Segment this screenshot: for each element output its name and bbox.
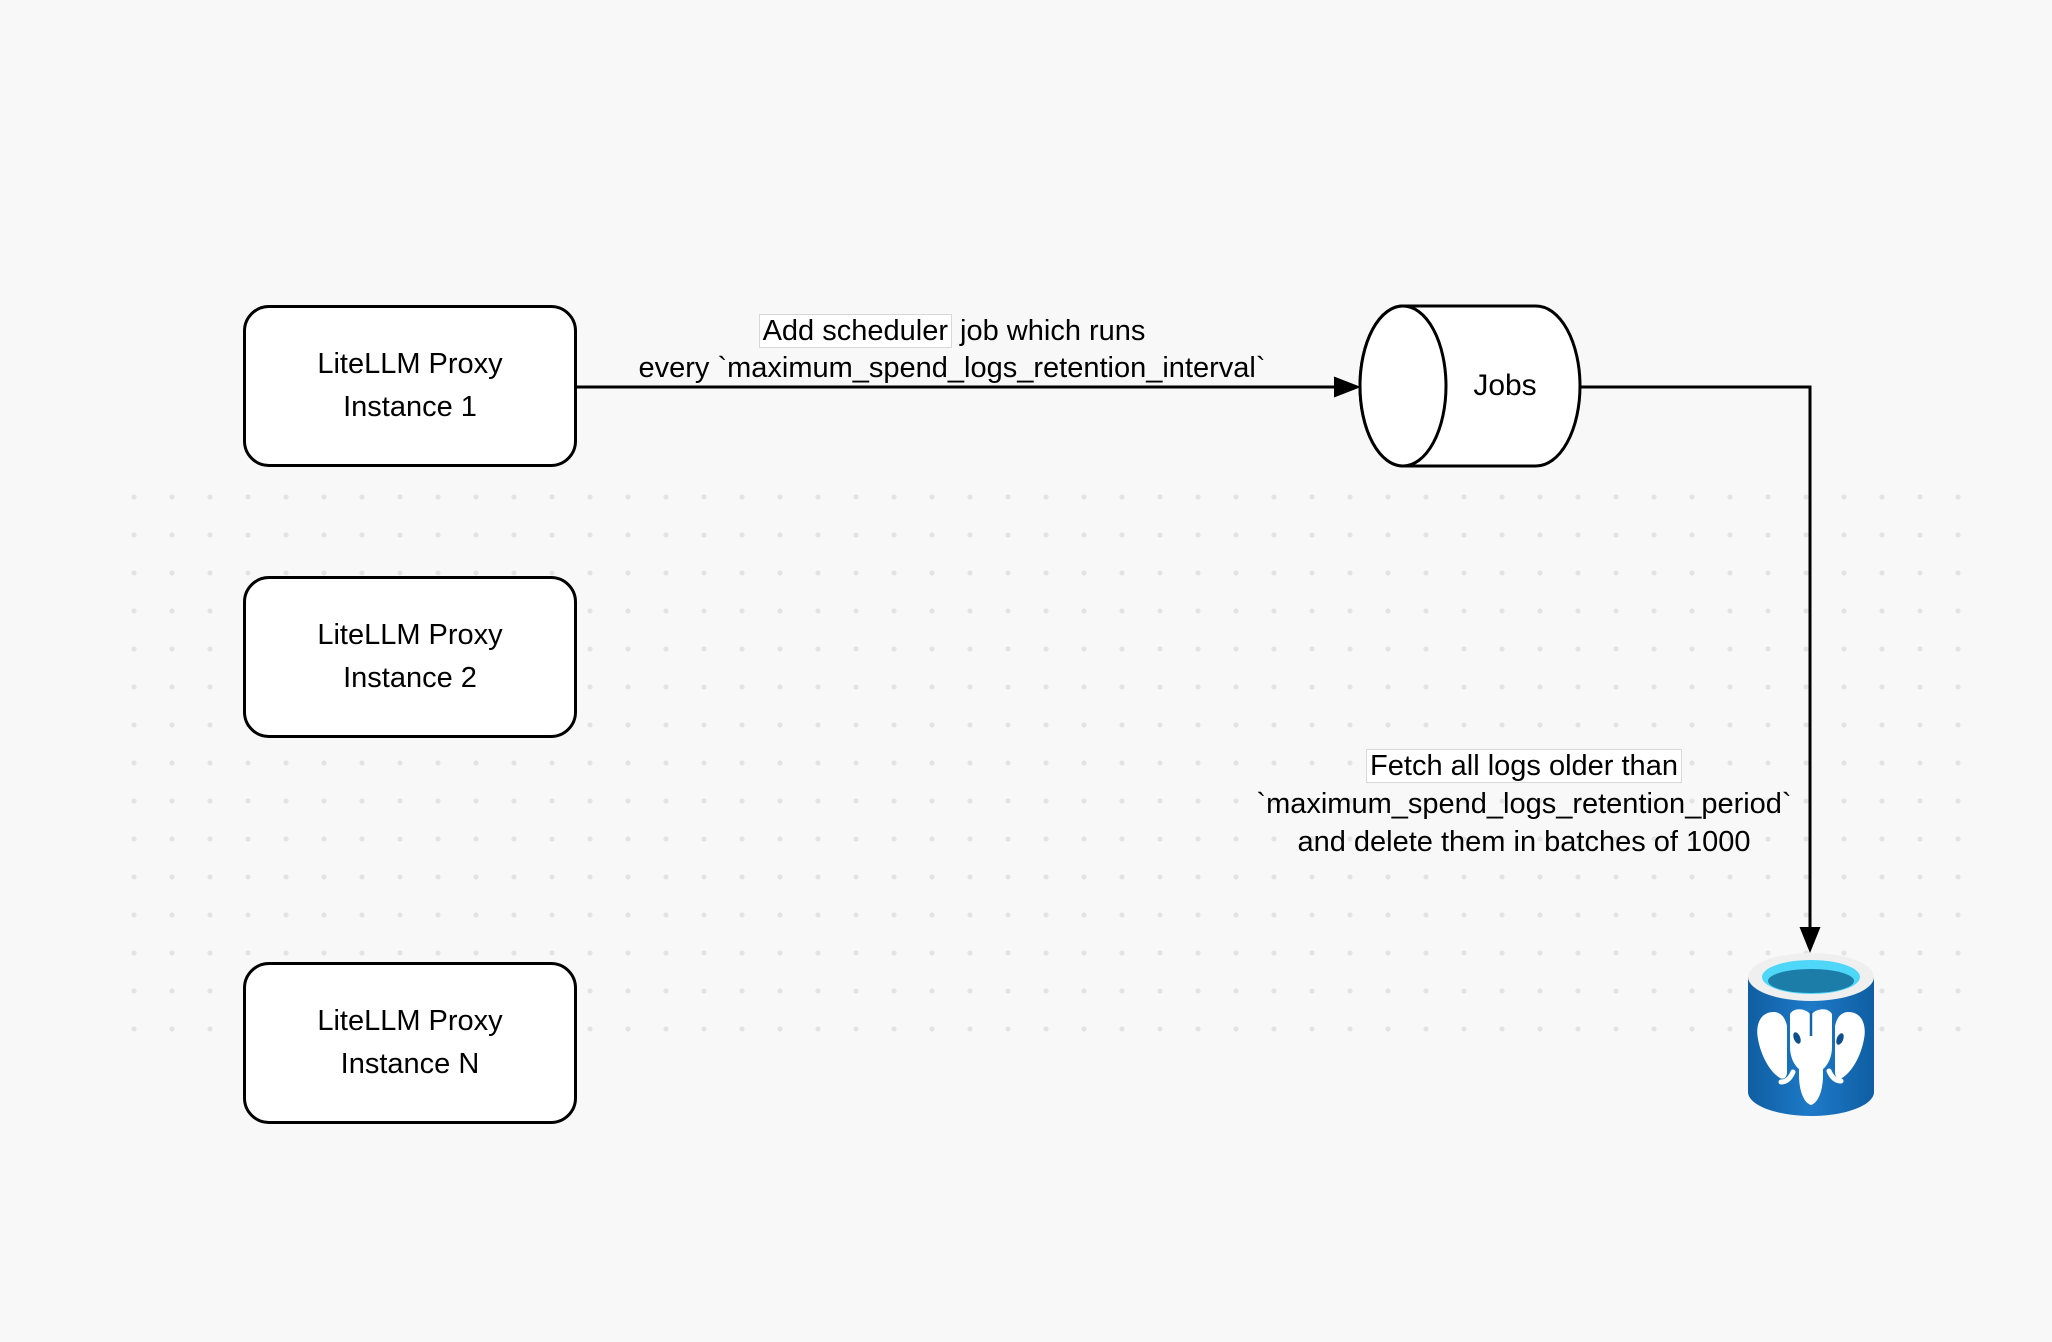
fetch-edge-label-line1: Fetch all logs older than	[1174, 747, 1874, 785]
schedule-arrowhead-icon	[1334, 376, 1361, 398]
jobs-queue-label: Jobs	[1473, 369, 1537, 402]
node-label-line1: LiteLLM Proxy	[317, 619, 503, 651]
fetch-edge-label-boxed-text: Fetch all logs older than	[1366, 749, 1682, 783]
schedule-edge-label-line2: every `maximum_spend_logs_retention_inte…	[638, 352, 1266, 384]
node-label-line2: Instance N	[340, 1048, 480, 1080]
fetch-arrowhead-icon	[1799, 927, 1821, 953]
node-litellm-proxy-instance-2: LiteLLM Proxy Instance 2	[243, 576, 577, 738]
jobs-queue-shape	[1358, 304, 1582, 468]
schedule-edge-label: Add scheduler job which runs every `maxi…	[587, 313, 1317, 387]
node-litellm-proxy-instance-n: LiteLLM Proxy Instance N	[243, 962, 577, 1124]
database-opening-shadow	[1768, 969, 1854, 993]
fetch-edge-label: Fetch all logs older than `maximum_spend…	[1174, 747, 1874, 861]
schedule-edge-label-line1: Add scheduler job which runs	[587, 313, 1317, 350]
node-litellm-proxy-instance-1: LiteLLM Proxy Instance 1	[243, 305, 577, 467]
node-label-line2: Instance 2	[343, 662, 477, 694]
fetch-connector	[1581, 385, 1812, 927]
node-label-line1: LiteLLM Proxy	[317, 348, 503, 380]
schedule-edge-label-boxed-text: Add scheduler	[758, 314, 952, 348]
schedule-edge-label-line1-rest: job which runs	[951, 315, 1146, 347]
fetch-edge-label-line2: `maximum_spend_logs_retention_period`	[1256, 788, 1792, 820]
postgresql-database-icon	[1748, 953, 1874, 1116]
node-label-line2: Instance 1	[343, 391, 477, 423]
node-label-line1: LiteLLM Proxy	[317, 1005, 503, 1037]
fetch-edge-label-line3: and delete them in batches of 1000	[1297, 826, 1751, 858]
postgres-elephant-icon	[1757, 1009, 1865, 1105]
